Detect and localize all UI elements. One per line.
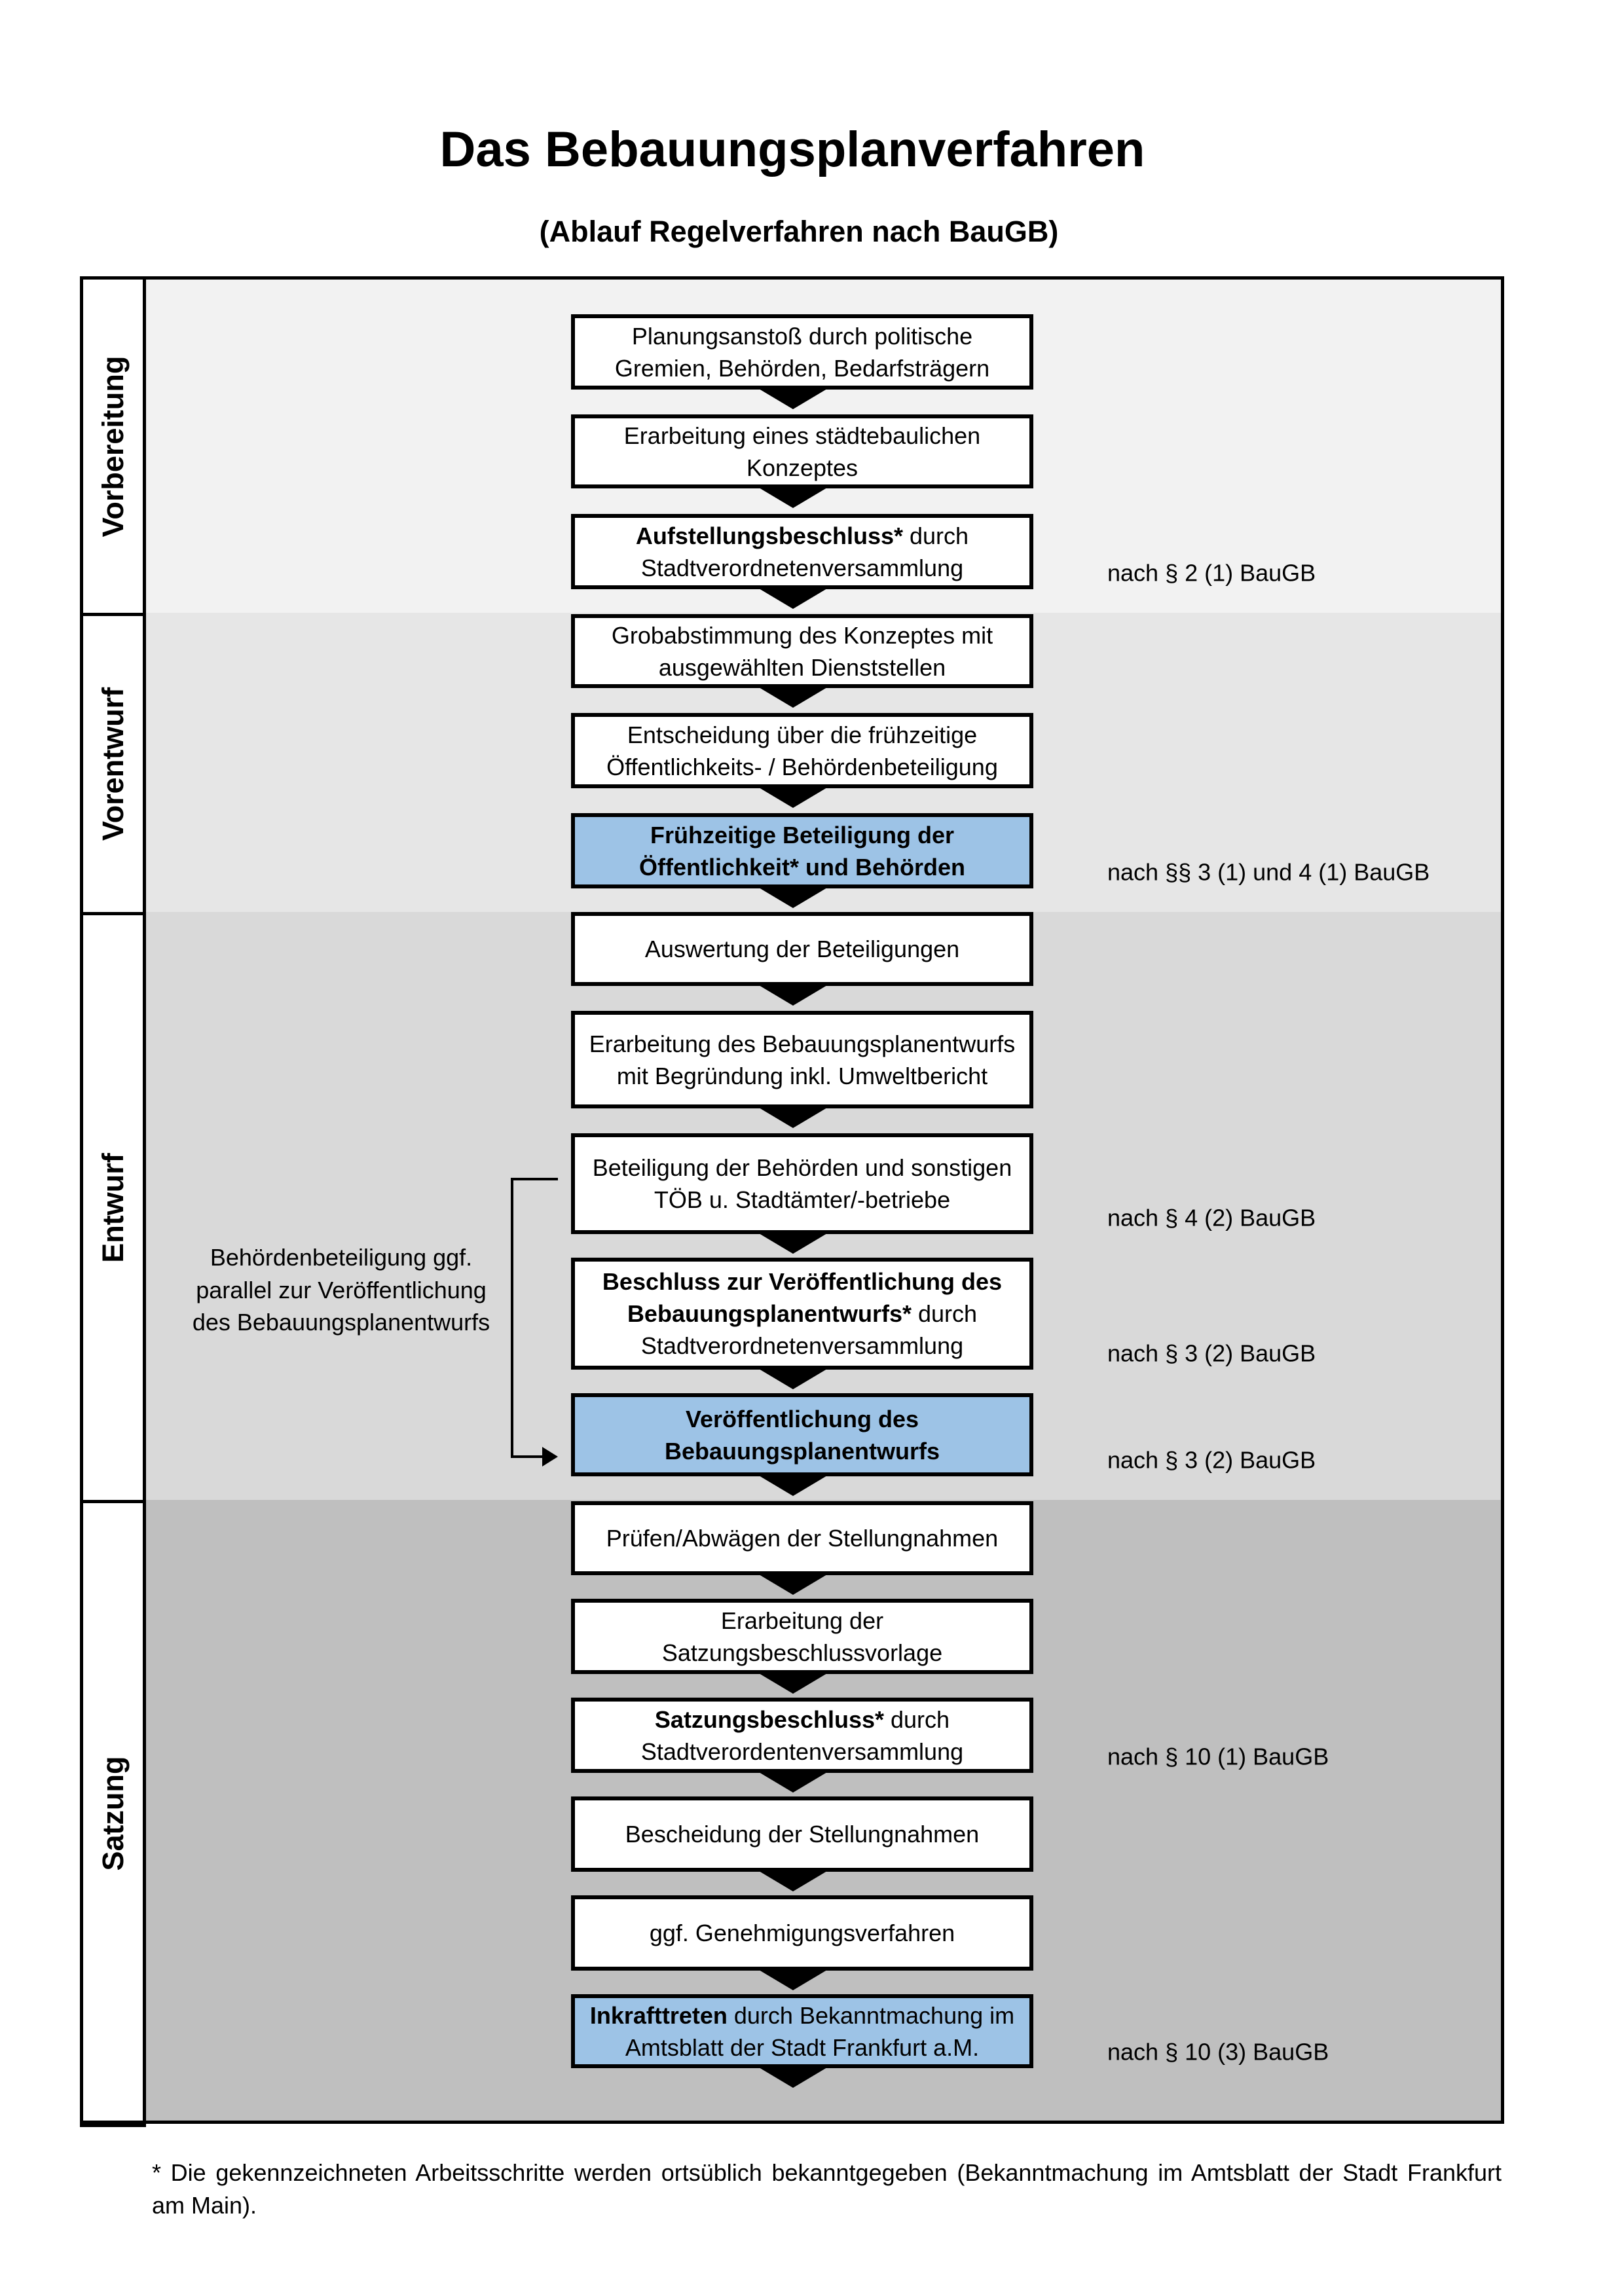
- flow-arrow-down: [756, 685, 830, 708]
- step-box: Beschluss zur Veröffentlichung des Bebau…: [571, 1258, 1033, 1370]
- step-text: Erarbeitung des Bebauungsplanentwurfs mi…: [581, 1028, 1023, 1092]
- step-text-normal: Bescheidung der Stellungnahmen: [625, 1821, 980, 1848]
- flow-arrow-down: [756, 786, 830, 808]
- step-text-bold: Beschluss zur Veröffentlichung des Bebau…: [602, 1268, 1003, 1327]
- legal-basis-note: nach § 3 (2) BauGB: [1107, 1339, 1316, 1367]
- step-box: Erarbeitung des Bebauungsplanentwurfs mi…: [571, 1011, 1033, 1108]
- flow-arrow-down: [756, 1474, 830, 1496]
- step-text-normal: durch Stadtverordentenversammlung: [640, 1705, 964, 1765]
- bracket-line: [511, 1178, 558, 1458]
- step-text: Inkrafttreten durch Bekanntmachung im Am…: [581, 1999, 1023, 2064]
- bracket-arrowhead: [542, 1447, 558, 1467]
- side-note: Behördenbeteiligung ggf. parallel zur Ve…: [192, 1244, 490, 1336]
- flow-arrow-down: [756, 587, 830, 609]
- step-box: Prüfen/Abwägen der Stellungnahmen: [571, 1501, 1033, 1575]
- flow-arrow-down: [756, 1106, 830, 1128]
- page-title: Das Bebauungsplanverfahren: [439, 122, 1145, 177]
- step-text: Erarbeitung eines städtebaulichen Konzep…: [581, 420, 1023, 484]
- step-text-normal: Auswertung der Beteiligungen: [644, 936, 960, 962]
- footnote: * Die gekennzeichneten Arbeitsschritte w…: [152, 2159, 1502, 2219]
- step-box: Frühzeitige Beteiligung der Öffentlichke…: [571, 813, 1033, 888]
- step-box: Entscheidung über die frühzeitige Öffent…: [571, 713, 1033, 788]
- legal-basis-note: nach § 10 (3) BauGB: [1107, 2038, 1329, 2066]
- flow-arrow-down: [756, 387, 830, 409]
- step-text: Beteiligung der Behörden und sonstigen T…: [581, 1152, 1023, 1216]
- step-text: Grobabstimmung des Konzeptes mit ausgewä…: [581, 619, 1023, 683]
- flow-arrow-down: [756, 1968, 830, 1990]
- step-text: Aufstellungsbeschluss* durch Stadtverord…: [581, 520, 1023, 584]
- flow-arrow-down: [756, 486, 830, 508]
- step-text: Prüfen/Abwägen der Stellungnahmen: [606, 1522, 998, 1554]
- step-box: Aufstellungsbeschluss* durch Stadtverord…: [571, 514, 1033, 589]
- step-box: Satzungsbeschluss* durch Stadtverordente…: [571, 1698, 1033, 1773]
- flow-arrow-down: [756, 1231, 830, 1254]
- step-text: ggf. Genehmigungsverfahren: [650, 1917, 955, 1949]
- step-text-normal: Erarbeitung eines städtebaulichen Konzep…: [623, 422, 981, 481]
- legal-basis-note: nach § 10 (1) BauGB: [1107, 1743, 1329, 1770]
- flow-arrow-down: [756, 1367, 830, 1389]
- step-text: Entscheidung über die frühzeitige Öffent…: [581, 719, 1023, 783]
- step-text-normal: durch Stadtverordnetenversammlung: [640, 522, 969, 581]
- flow-arrow-down: [756, 1671, 830, 1694]
- flow-arrow-down: [756, 1770, 830, 1793]
- legal-basis-note: nach § 2 (1) BauGB: [1107, 559, 1316, 587]
- step-text: Auswertung der Beteiligungen: [645, 933, 959, 965]
- flow-arrow-down: [756, 886, 830, 908]
- step-text-bold: Satzungsbeschluss*: [654, 1705, 885, 1733]
- phase-label-entwurf: Entwurf: [80, 912, 146, 1503]
- step-text-normal: Grobabstimmung des Konzeptes mit ausgewä…: [611, 621, 993, 681]
- step-text: Planungsanstoß durch politische Gremien,…: [581, 320, 1023, 384]
- step-text-normal: Entscheidung über die frühzeitige Öffent…: [606, 721, 998, 780]
- legal-basis-note: nach §§ 3 (1) und 4 (1) BauGB: [1107, 858, 1430, 886]
- step-text: Erarbeitung der Satzungsbeschlussvorlage: [581, 1605, 1023, 1669]
- step-text: Bescheidung der Stellungnahmen: [625, 1818, 979, 1850]
- step-text-bold: Veröffentlichung des Bebauungsplanentwur…: [664, 1405, 940, 1465]
- step-box: Grobabstimmung des Konzeptes mit ausgewä…: [571, 614, 1033, 688]
- step-text: Beschluss zur Veröffentlichung des Bebau…: [581, 1266, 1023, 1362]
- step-box: Inkrafttreten durch Bekanntmachung im Am…: [571, 1994, 1033, 2068]
- page-subtitle: (Ablauf Regelverfahren nach BauGB): [539, 215, 1059, 248]
- step-text: Frühzeitige Beteiligung der Öffentlichke…: [581, 819, 1023, 883]
- step-text-normal: durch Bekanntmachung im Amtsblatt der St…: [625, 2001, 1015, 2061]
- step-text: Veröffentlichung des Bebauungsplanentwur…: [581, 1403, 1023, 1467]
- step-text-normal: Erarbeitung der Satzungsbeschlussvorlage: [661, 1607, 943, 1666]
- flow-arrow-down: [756, 2066, 830, 2088]
- flow-arrow-down: [756, 1573, 830, 1595]
- legal-basis-note: nach § 4 (2) BauGB: [1107, 1204, 1316, 1231]
- step-box: Veröffentlichung des Bebauungsplanentwur…: [571, 1393, 1033, 1476]
- step-text: Satzungsbeschluss* durch Stadtverordente…: [581, 1704, 1023, 1768]
- step-text-normal: durch Stadtverordnetenversammlung: [640, 1300, 978, 1359]
- step-text-bold: Frühzeitige Beteiligung der Öffentlichke…: [638, 821, 966, 881]
- step-box: Planungsanstoß durch politische Gremien,…: [571, 314, 1033, 390]
- step-text-normal: Prüfen/Abwägen der Stellungnahmen: [606, 1525, 999, 1552]
- step-text-bold: Aufstellungsbeschluss*: [635, 522, 904, 549]
- flow-arrow-down: [756, 983, 830, 1006]
- phase-label-satzung: Satzung: [80, 1500, 146, 2127]
- flow-arrow-down: [756, 1869, 830, 1891]
- step-box: Erarbeitung der Satzungsbeschlussvorlage: [571, 1599, 1033, 1674]
- step-box: ggf. Genehmigungsverfahren: [571, 1895, 1033, 1971]
- step-text-normal: ggf. Genehmigungsverfahren: [649, 1920, 955, 1946]
- legal-basis-note: nach § 3 (2) BauGB: [1107, 1446, 1316, 1474]
- step-text-normal: Erarbeitung des Bebauungsplanentwurfs mi…: [589, 1030, 1016, 1089]
- diagram-frame: [80, 276, 1504, 2124]
- step-text-normal: Planungsanstoß durch politische Gremien,…: [614, 322, 990, 382]
- step-text-normal: Beteiligung der Behörden und sonstigen T…: [592, 1154, 1012, 1213]
- step-text-bold: Inkrafttreten: [589, 2001, 728, 2029]
